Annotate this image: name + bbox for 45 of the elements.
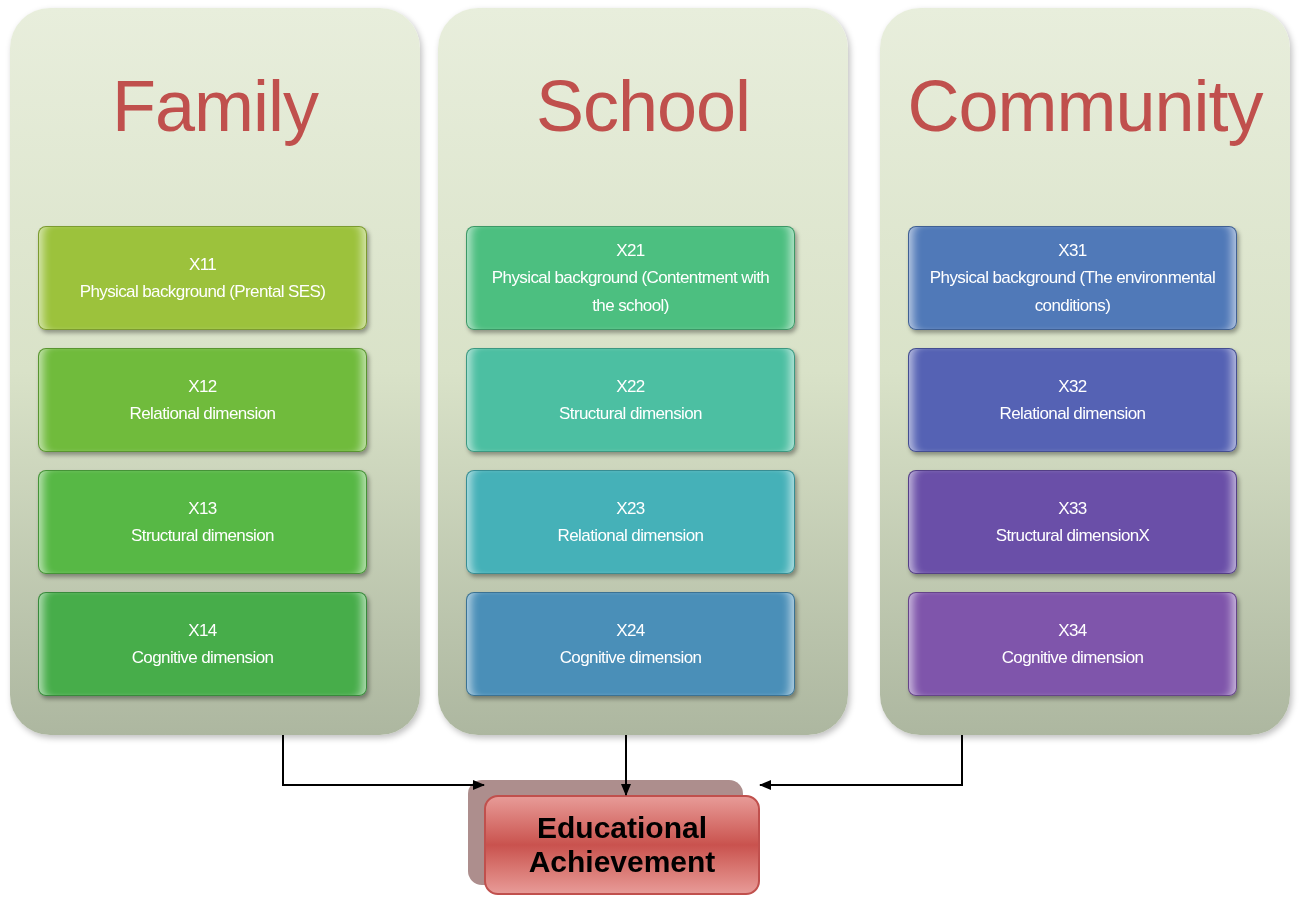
factor-code: X32 (1057, 375, 1088, 398)
factor-code: X31 (1057, 240, 1088, 263)
factor-code: X11 (187, 253, 218, 276)
column-panel (438, 8, 848, 735)
factor-box (466, 226, 795, 330)
factor-box (908, 226, 1237, 330)
factor-box (908, 592, 1237, 696)
factor-label: Cognitive dimension (130, 647, 275, 669)
factor-label: Physical background (The environmental conditions) (928, 267, 1217, 317)
factor-label: Physical background (Prental SES) (78, 281, 327, 303)
factor-code: X21 (615, 240, 646, 263)
column-panel (10, 8, 420, 735)
column-heading: School (534, 70, 752, 142)
factor-label: Structural dimensionX (994, 525, 1151, 547)
factor-box (38, 592, 367, 696)
factor-box (908, 348, 1237, 452)
factor-box (38, 470, 367, 574)
factor-code: X23 (615, 497, 646, 520)
factor-label: Relational dimension (556, 525, 705, 547)
factor-code: X34 (1057, 619, 1088, 642)
column-panel (880, 8, 1290, 735)
factor-box (38, 348, 367, 452)
factor-label: Relational dimension (128, 403, 277, 425)
factor-box (38, 226, 367, 330)
factor-label: Cognitive dimension (558, 647, 703, 669)
factor-code: X22 (615, 375, 646, 398)
factor-code: X13 (187, 497, 218, 520)
factor-code: X33 (1057, 497, 1088, 520)
arrow (759, 734, 963, 790)
outcome-label: Educational Achievement (527, 810, 717, 880)
factor-box (466, 348, 795, 452)
factor-box (466, 470, 795, 574)
factor-code: X24 (615, 619, 646, 642)
outcome-box (484, 795, 760, 895)
factor-code: X12 (187, 375, 218, 398)
factor-label: Cognitive dimension (1000, 647, 1145, 669)
factor-code: X14 (187, 619, 218, 642)
arrow (621, 734, 631, 796)
factor-label: Relational dimension (998, 403, 1147, 425)
factor-label: Structural dimension (558, 403, 703, 425)
arrow (282, 734, 485, 790)
factor-box (908, 470, 1237, 574)
factor-label: Structural dimension (130, 525, 275, 547)
factor-label: Physical background (Contentment with the school) (490, 267, 771, 317)
factor-box (466, 592, 795, 696)
